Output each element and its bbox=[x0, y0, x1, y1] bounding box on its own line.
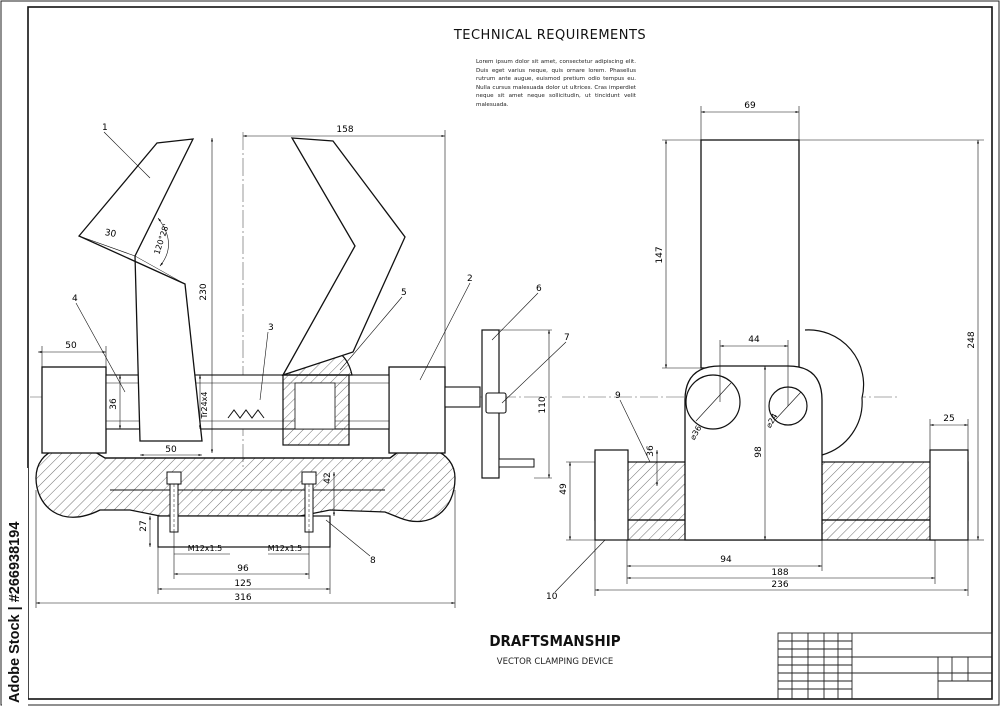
stock-watermark: Adobe Stock | #266938194 bbox=[2, 468, 28, 706]
front-leaders bbox=[75, 131, 567, 557]
title-block-subtitle: VECTOR CLAMPING DEVICE bbox=[496, 657, 614, 667]
side-dimension-lines bbox=[566, 106, 984, 596]
callout-9: 9 bbox=[615, 391, 621, 401]
dim-25: 25 bbox=[943, 414, 954, 424]
dim-96: 96 bbox=[237, 564, 249, 574]
callout-2: 2 bbox=[467, 274, 473, 284]
side-left-block bbox=[594, 449, 629, 541]
side-right-block bbox=[929, 449, 969, 541]
dim-98: 98 bbox=[754, 446, 764, 458]
side-leaders bbox=[554, 399, 651, 593]
requirements-title: TECHNICAL REQUIREMENTS bbox=[453, 28, 647, 43]
callout-10: 10 bbox=[546, 592, 558, 602]
inner-frame bbox=[27, 6, 993, 700]
dim-44: 44 bbox=[748, 335, 760, 345]
dim-49: 49 bbox=[559, 483, 569, 495]
callout-1: 1 bbox=[102, 123, 108, 133]
dim-42: 42 bbox=[323, 472, 333, 483]
base-plate bbox=[157, 515, 331, 548]
dim-thread-m12-right: M12x1.5 bbox=[268, 544, 303, 553]
dim-147: 147 bbox=[655, 246, 665, 263]
title-block-grid bbox=[777, 632, 993, 700]
dim-36-side: 36 bbox=[646, 445, 656, 457]
title-block-brand: DRAFTSMANSHIP bbox=[489, 632, 621, 650]
bolt-right bbox=[301, 471, 317, 533]
side-view: 69 147 248 44 ⌀36 ⌀24 98 25 36 49 94 188… bbox=[546, 101, 984, 602]
dim-158: 158 bbox=[336, 125, 353, 135]
dim-188: 188 bbox=[771, 568, 788, 578]
dim-50-bottom: 50 bbox=[165, 445, 177, 455]
dim-236: 236 bbox=[771, 580, 788, 590]
dim-125: 125 bbox=[234, 579, 251, 589]
watermark-text: Adobe Stock | #266938194 bbox=[7, 521, 23, 703]
dim-thread: Tr24x4 bbox=[200, 391, 209, 419]
dim-110: 110 bbox=[538, 396, 548, 413]
front-view: 158 230 30 120°28' 50 36 50 Tr24x4 110 4… bbox=[30, 123, 570, 608]
callout-4: 4 bbox=[72, 294, 78, 304]
callout-3: 3 bbox=[268, 323, 274, 333]
dim-27: 27 bbox=[139, 520, 149, 531]
front-dimension-lines bbox=[35, 130, 552, 608]
shaft-end bbox=[444, 386, 481, 408]
dim-30: 30 bbox=[104, 228, 117, 240]
side-bore-36 bbox=[685, 374, 741, 430]
dim-316: 316 bbox=[234, 593, 251, 603]
dim-248: 248 bbox=[967, 331, 977, 348]
side-jaw-column bbox=[700, 139, 800, 369]
callout-6: 6 bbox=[536, 284, 542, 294]
dim-thread-m12-left: M12x1.5 bbox=[188, 544, 223, 553]
requirements-body: Lorem ipsum dolor sit amet, consectetur … bbox=[476, 59, 636, 108]
left-block bbox=[41, 366, 107, 454]
right-block bbox=[388, 366, 446, 454]
dim-230: 230 bbox=[199, 283, 209, 300]
callout-5: 5 bbox=[401, 288, 407, 298]
callout-7: 7 bbox=[564, 333, 570, 343]
dim-50-top: 50 bbox=[65, 341, 77, 351]
handle-nut bbox=[485, 392, 507, 414]
handle-pin bbox=[498, 458, 535, 468]
dim-94: 94 bbox=[720, 555, 732, 565]
dim-69: 69 bbox=[744, 101, 756, 111]
dim-36: 36 bbox=[109, 398, 119, 410]
left-jaw bbox=[77, 138, 203, 442]
right-jaw bbox=[281, 137, 406, 377]
callout-8: 8 bbox=[370, 556, 376, 566]
